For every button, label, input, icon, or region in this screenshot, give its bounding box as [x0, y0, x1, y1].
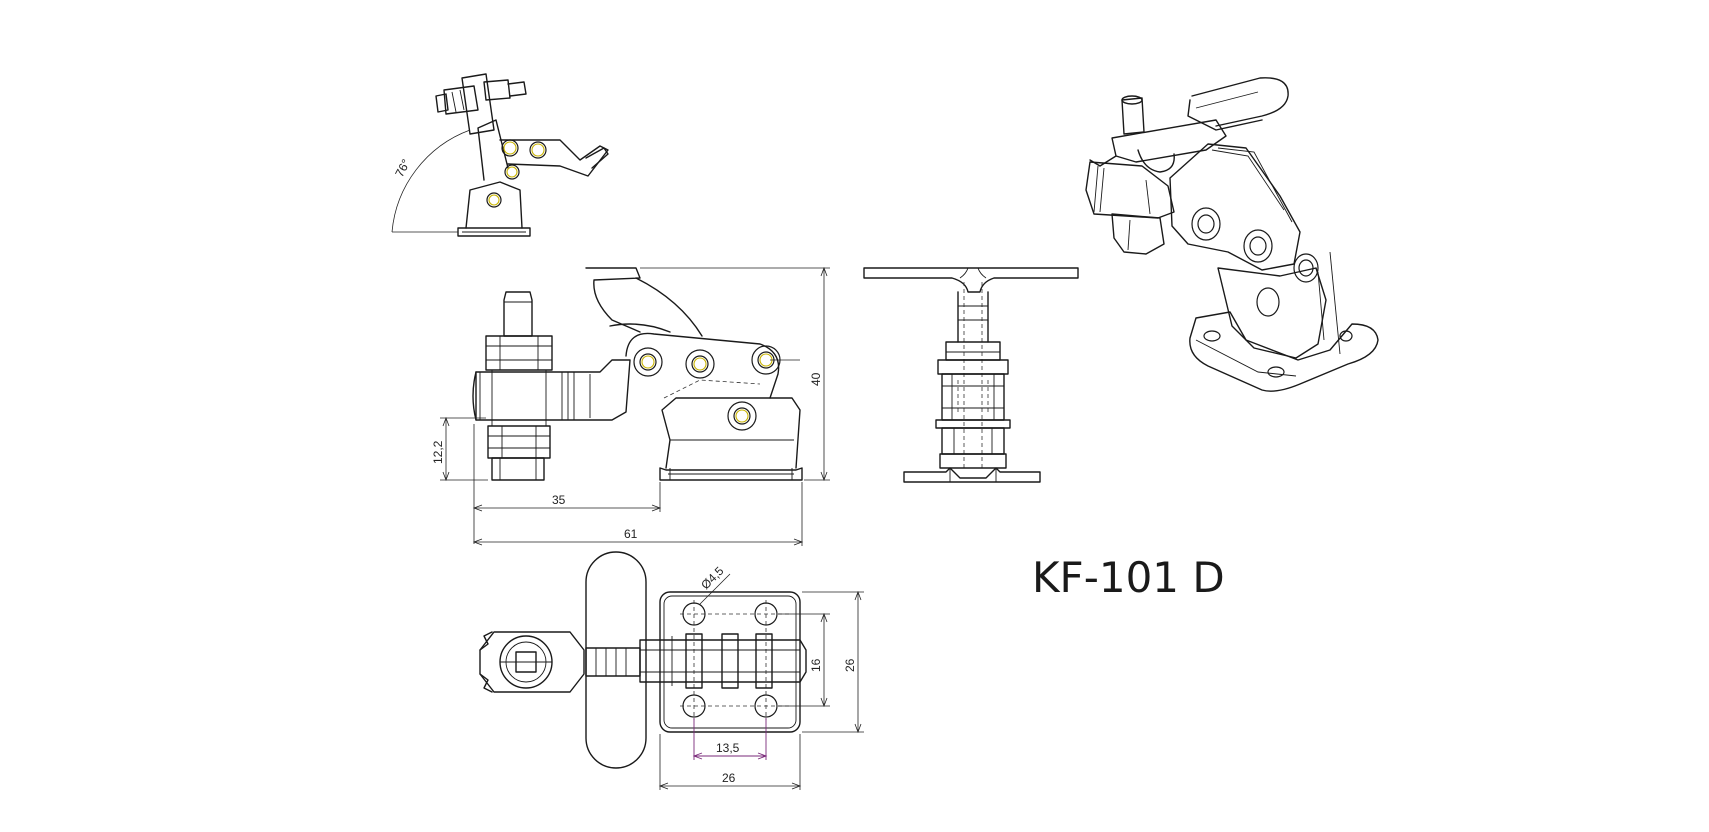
isometric-view	[1085, 77, 1379, 392]
width-26-vertical-dimension: 26	[843, 658, 857, 672]
width-16-dimension: 16	[809, 658, 823, 672]
open-position-view: 76°	[391, 73, 609, 237]
spacing-13-5-dimension: 13,5	[716, 741, 740, 755]
height-40-dimension: 40	[809, 372, 823, 386]
front-view: 40 12,2 35 61	[431, 266, 830, 546]
length-61-dimension: 61	[624, 527, 638, 541]
height-12-2-dimension: 12,2	[431, 440, 445, 464]
model-label: KF-101 D	[1032, 553, 1225, 602]
angle-dimension: 76°	[392, 157, 413, 180]
side-view	[863, 267, 1079, 483]
width-26-horizontal-dimension: 26	[722, 771, 736, 785]
length-35-dimension: 35	[552, 493, 566, 507]
top-view: Ø4,5 16 26 13,5 26	[479, 551, 864, 790]
hole-diameter-dimension: Ø4,5	[698, 564, 727, 593]
